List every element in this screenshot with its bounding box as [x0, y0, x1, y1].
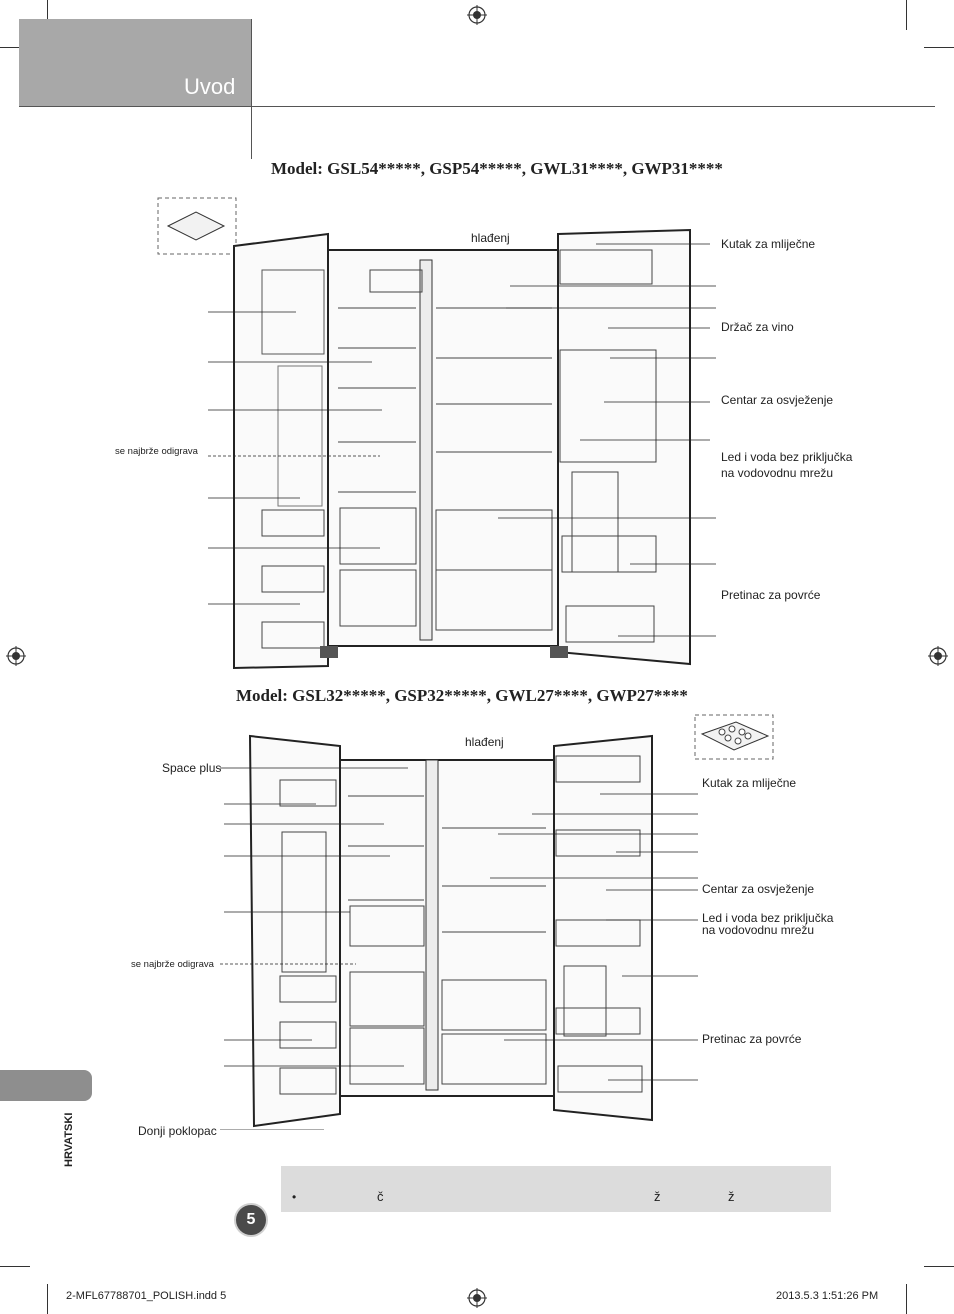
- note-bar: [281, 1166, 831, 1212]
- diagram2-right-label: Centar za osvježenje: [702, 882, 815, 896]
- note-fragment: ž: [728, 1189, 735, 1204]
- header-block: [19, 19, 251, 106]
- ice-tray-icon: [694, 714, 774, 760]
- crop-mark: [0, 47, 30, 48]
- diagram1-right-label: Pretinac za povrće: [721, 588, 821, 602]
- page-title: Uvod: [184, 74, 236, 99]
- diagram1-top-label: hlađenj: [471, 231, 510, 245]
- model-title-2: Model: GSL32*****, GSP32*****, GWL27****…: [236, 686, 688, 705]
- diagram1-right-label: Kutak za mliječne: [721, 237, 816, 251]
- registration-mark-icon: [6, 646, 26, 666]
- fridge-diagram-2: [220, 734, 698, 1130]
- footer-file: 2-MFL67788701_POLISH.indd 5: [66, 1290, 227, 1302]
- diagram2-left-label: Space plus: [162, 761, 222, 775]
- crop-mark: [47, 0, 48, 30]
- diagram2-right-label: Led i voda bez priključka: [702, 911, 834, 925]
- model-title-1: Model: GSL54*****, GSP54*****, GWL31****…: [271, 159, 723, 178]
- registration-mark-icon: [928, 646, 948, 666]
- language-tab: [0, 1070, 92, 1101]
- diagram1-right-label: Držač za vino: [721, 320, 794, 334]
- crop-mark: [0, 1266, 30, 1267]
- footer-timestamp: 2013.5.3 1:51:26 PM: [776, 1290, 879, 1302]
- diagram2-left-label: Donji poklopac: [138, 1124, 217, 1138]
- diagram2-right-label: na vodovodnu mrežu: [702, 923, 815, 937]
- diagram1-right-label: na vodovodnu mrežu: [721, 466, 834, 480]
- diagram2-right-label: Kutak za mliječne: [702, 776, 797, 790]
- diagram1-right-label: Led i voda bez priključka: [721, 450, 853, 464]
- crop-mark: [924, 1266, 954, 1267]
- fridge-diagram-1: [157, 197, 716, 670]
- registration-mark-icon: [467, 5, 487, 25]
- crop-mark: [47, 1284, 48, 1314]
- registration-mark-icon: [467, 1288, 487, 1308]
- diagram1-left-label: se najbrže odigrava: [115, 446, 198, 457]
- note-fragment: č: [377, 1189, 384, 1204]
- note-bullet: •: [292, 1190, 297, 1204]
- diagram2-right-label: Pretinac za povrće: [702, 1032, 802, 1046]
- diagram1-right-label: Centar za osvježenje: [721, 393, 834, 407]
- diagram2-left-label: se najbrže odigrava: [131, 959, 214, 970]
- page-number: 5: [236, 1205, 266, 1235]
- language-label: HRVATSKI: [63, 1112, 75, 1168]
- crop-mark: [906, 0, 907, 30]
- note-fragment: ž: [654, 1189, 661, 1204]
- header-rule: [251, 19, 252, 159]
- crop-mark: [906, 1284, 907, 1314]
- header-rule: [19, 106, 935, 107]
- diagram2-top-label: hlađenj: [465, 735, 504, 749]
- crop-mark: [924, 47, 954, 48]
